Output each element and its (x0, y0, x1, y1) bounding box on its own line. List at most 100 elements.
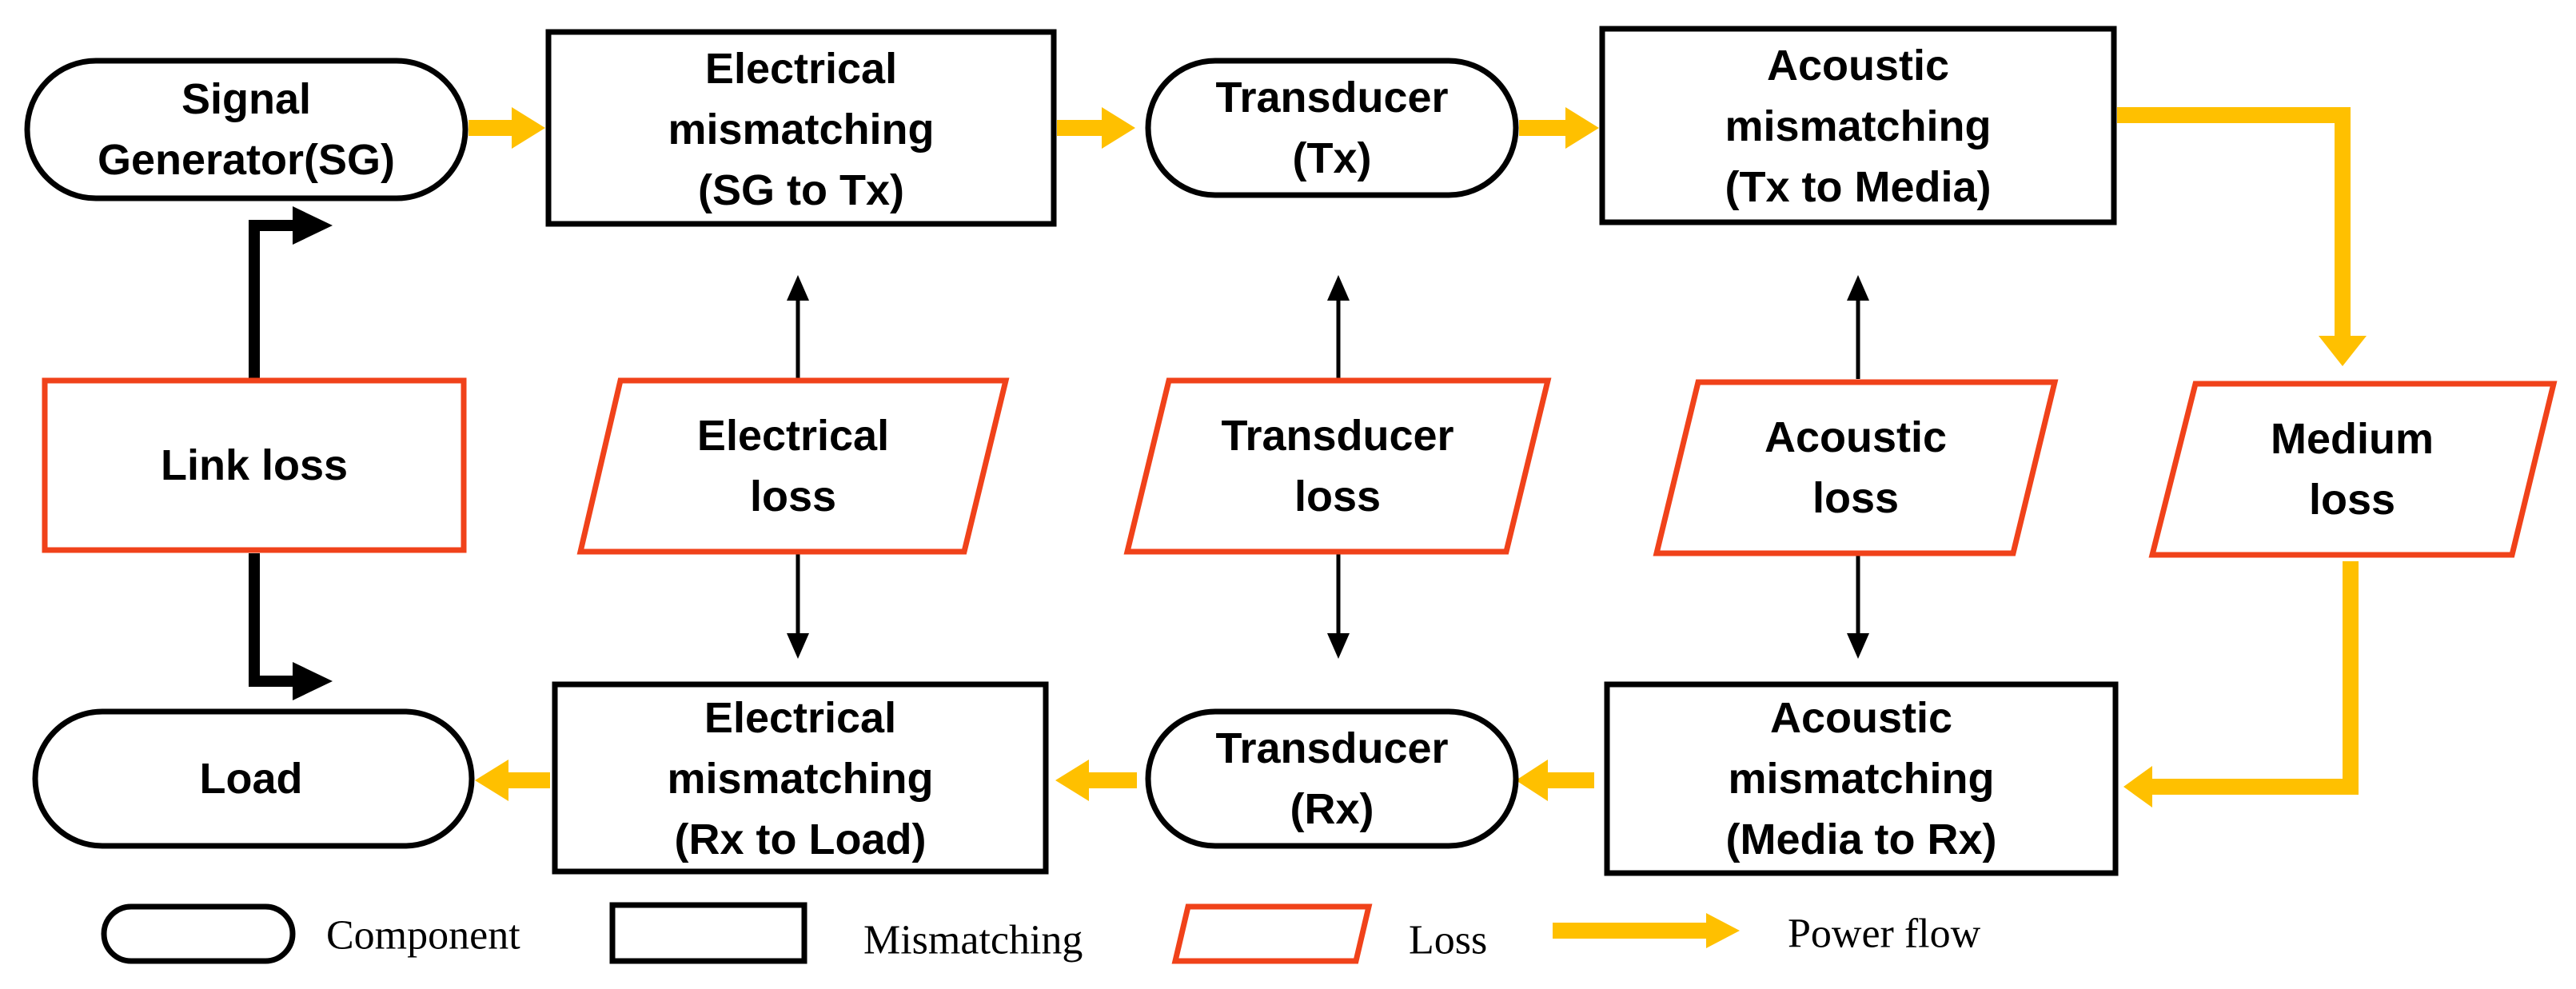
transducer-loss-label: Transducer loss (1221, 412, 1453, 520)
node-electrical-loss: Electrical loss (576, 377, 1010, 555)
acoustic-mismatching-rx-shape (1604, 681, 2119, 876)
transducer-rx-label-line-2: (Rx) (1290, 785, 1374, 833)
flow-acoustic-to-medium-head (2319, 336, 2367, 366)
electrical-loss-label-line-2: loss (750, 473, 836, 520)
electrical-mismatching-tx-shape (545, 29, 1057, 227)
link-loss-label-line-1: Link loss (161, 441, 348, 489)
legend-component-label: Component (326, 913, 520, 959)
medium-loss-label: Medium loss (2271, 415, 2434, 524)
node-transducer-loss: Transducer loss (1123, 377, 1552, 555)
acoustic-mismatching-tx-label-line-2: mismatching (1725, 102, 1991, 150)
electrical-mismatching-rx-label-line-2: mismatching (667, 755, 933, 803)
node-transducer-tx: Transducer (Tx) (1145, 58, 1519, 198)
electrical-loss-down-arrowhead (787, 633, 809, 659)
transducer-rx-label: Transducer (Rx) (1215, 724, 1448, 833)
node-medium-loss: Medium loss (2148, 381, 2558, 558)
link-loss-to-sg-connector (249, 220, 297, 379)
acoustic-loss-label-line-2: loss (1812, 474, 1899, 522)
transducer-rx-label-line-1: Transducer (1215, 724, 1448, 772)
flow-transducer-to-electrical-rx-head (1055, 760, 1089, 801)
legend-loss-label: Loss (1409, 918, 1487, 963)
transducer-rx-shape (1145, 708, 1519, 849)
acoustic-loss-label-line-1: Acoustic (1765, 413, 1947, 461)
legend-loss-swatch (1171, 903, 1373, 964)
acoustic-loss-down-arrowhead (1847, 633, 1869, 659)
node-transducer-rx: Transducer (Rx) (1145, 708, 1519, 849)
flow-electrical-to-transducer-tx-head (1102, 107, 1135, 149)
link-loss-to-load-arrowhead (293, 662, 333, 700)
load-label-line-1: Load (200, 755, 303, 803)
acoustic-mismatching-tx-label-line-3: (Tx to Media) (1725, 163, 1992, 211)
acoustic-loss-label: Acoustic loss (1765, 413, 1947, 522)
legend-mismatching-swatch (609, 902, 807, 964)
node-load: Load (32, 708, 475, 849)
medium-loss-label-line-2: loss (2309, 476, 2395, 524)
medium-loss-shape (2148, 381, 2558, 558)
flow-medium-to-acoustic-rx (2149, 561, 2359, 795)
node-link-loss: Link loss (42, 377, 467, 553)
transducer-tx-label-line-1: Transducer (1215, 74, 1448, 122)
transducer-loss-up-arrowhead (1327, 275, 1350, 301)
legend-mismatching-label: Mismatching (863, 918, 1083, 963)
electrical-mismatching-rx-shape (552, 681, 1049, 875)
link-loss-to-sg-arrowhead (293, 206, 333, 245)
electrical-loss-label-line-1: Electrical (697, 412, 889, 460)
flow-acoustic-to-medium (2117, 107, 2351, 341)
transducer-loss-shape (1123, 377, 1552, 555)
flow-transducer-to-acoustic-tx-head (1565, 107, 1599, 149)
acoustic-loss-up-arrowhead (1847, 275, 1869, 301)
electrical-mismatching-rx-label: Electrical mismatching (Rx to Load) (667, 694, 933, 863)
transducer-tx-shape (1145, 58, 1519, 198)
electrical-mismatching-rx-label-line-1: Electrical (704, 694, 896, 742)
transducer-tx-label: Transducer (Tx) (1215, 74, 1448, 182)
legend-component: Component (101, 903, 520, 964)
acoustic-mismatching-rx-label-line-3: (Media to Rx) (1725, 816, 1996, 863)
flow-sg-to-electrical-tx-head (512, 107, 545, 149)
acoustic-mismatching-rx-label: Acoustic mismatching (Media to Rx) (1725, 694, 1996, 863)
signal-generator-shape (24, 58, 469, 201)
electrical-loss-shape (576, 377, 1010, 555)
legend-power-flow: Power flow (1553, 911, 1981, 957)
transducer-loss-label-line-1: Transducer (1221, 412, 1453, 460)
acoustic-mismatching-tx-shape (1599, 26, 2117, 225)
legend-component-swatch (101, 903, 296, 964)
node-acoustic-mismatching-tx: Acoustic mismatching (Tx to Media) (1599, 26, 2117, 225)
load-shape (32, 708, 475, 849)
acoustic-mismatching-tx-label-line-1: Acoustic (1767, 42, 1949, 90)
signal-generator-label-line-1: Signal (181, 75, 311, 123)
electrical-loss-up-arrowhead (787, 275, 809, 301)
electrical-mismatching-rx-label-line-3: (Rx to Load) (675, 816, 927, 863)
flow-acoustic-to-transducer-rx-head (1516, 760, 1548, 801)
signal-generator-label-line-2: Generator(SG) (98, 136, 395, 184)
legend-power-flow-head (1706, 913, 1740, 948)
link-loss-label: Link loss (161, 441, 348, 489)
flow-medium-to-acoustic-rx-head (2123, 766, 2152, 808)
link-loss-to-load-connector (249, 553, 297, 687)
electrical-mismatching-tx-label-line-1: Electrical (705, 45, 897, 93)
link-loss-shape (42, 377, 467, 553)
acoustic-loss-shape (1653, 379, 2059, 556)
load-label: Load (200, 755, 303, 803)
transducer-loss-label-line-2: loss (1294, 473, 1381, 520)
legend: Component Mismatching Loss Power flow (101, 902, 1981, 964)
electrical-mismatching-tx-label-line-3: (SG to Tx) (698, 166, 904, 214)
acoustic-mismatching-rx-label-line-1: Acoustic (1770, 694, 1952, 742)
acoustic-mismatching-tx-label: Acoustic mismatching (Tx to Media) (1725, 42, 1991, 211)
loss-arrows (787, 275, 1869, 659)
power-flow-arrows (469, 107, 2367, 808)
node-acoustic-loss: Acoustic loss (1653, 379, 2059, 556)
node-acoustic-mismatching-rx: Acoustic mismatching (Media to Rx) (1604, 681, 2119, 876)
legend-loss: Loss (1171, 903, 1487, 964)
link-loss-connectors (249, 206, 333, 700)
transducer-tx-label-line-2: (Tx) (1293, 134, 1372, 182)
transducer-loss-down-arrowhead (1327, 633, 1350, 659)
medium-loss-label-line-1: Medium (2271, 415, 2434, 463)
electrical-loss-label: Electrical loss (697, 412, 889, 520)
acoustic-mismatching-rx-label-line-2: mismatching (1728, 755, 1994, 803)
node-electrical-mismatching-rx: Electrical mismatching (Rx to Load) (552, 681, 1049, 875)
